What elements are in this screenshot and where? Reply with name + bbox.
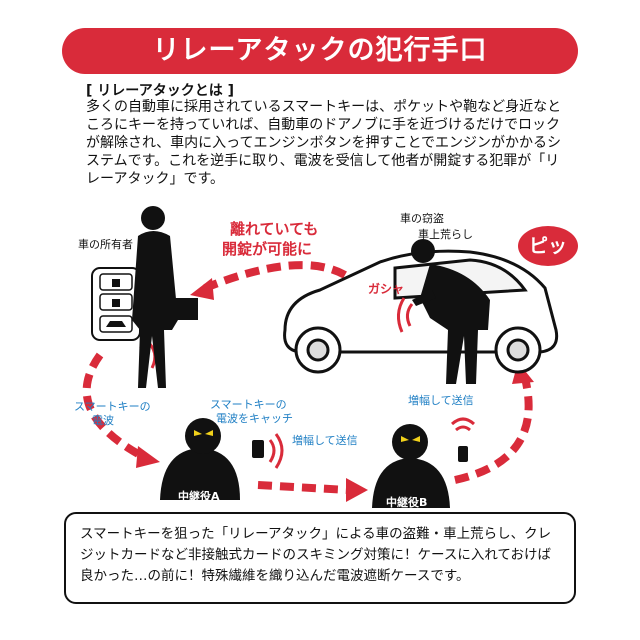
owner-label: 車の所有者 — [78, 238, 133, 251]
path-left-loop — [82, 352, 142, 459]
relay-a-label: 中継役A — [178, 490, 220, 503]
distance-label-line1: 離れていても — [230, 220, 319, 238]
smart-key-fob-icon — [91, 267, 141, 341]
relay-b-waves-icon — [450, 417, 476, 432]
relay-b-eyes-icon — [401, 436, 420, 442]
arrowhead-left — [136, 446, 160, 468]
thief-label-line2: 車上荒らし — [418, 228, 473, 241]
relay-a-waves-icon — [268, 433, 284, 469]
summary-text: スマートキーを狙った「リレーアタック」による車の盗難・車上荒らし、クレジットカー… — [80, 526, 552, 584]
key-signal-label-line1: スマートキーの — [74, 400, 151, 413]
path-top-arrow — [203, 261, 347, 292]
thief-silhouette — [411, 239, 490, 384]
distance-label-line2: 開錠が可能に — [222, 240, 313, 258]
car-signal-waves-icon — [397, 297, 414, 333]
key-signal-label-line2: 電波 — [92, 414, 114, 427]
relay-b-label: 中継役B — [386, 496, 428, 509]
owner-silhouette — [132, 206, 198, 388]
path-middle-arrow — [257, 481, 349, 494]
relay-b-silhouette — [372, 424, 468, 508]
section-heading: [ リレーアタックとは ] — [86, 83, 234, 99]
catch-label-line1: スマートキーの — [210, 398, 287, 411]
arrowhead-top — [190, 278, 214, 300]
thief-label-line1: 車の窃盗 — [400, 212, 444, 225]
relay-a-eyes-icon — [194, 430, 213, 436]
amplify-label-a: 増幅して送信 — [292, 434, 358, 447]
summary-box: スマートキーを狙った「リレーアタック」による車の盗難・車上荒らし、クレジットカー… — [64, 512, 576, 604]
pi-sound-badge: ピッ — [518, 226, 578, 266]
intro-text: 多くの自動車に採用されているスマートキーは、ポケットや鞄など身近なところにキーを… — [86, 99, 562, 187]
gasha-sound-label: ガシャ — [368, 282, 405, 296]
catch-label-line2: 電波をキャッチ — [216, 412, 293, 425]
car-illustration — [283, 249, 559, 374]
arrowhead-middle — [346, 478, 368, 502]
relay-a-silhouette — [160, 418, 264, 500]
path-right-loop — [454, 377, 533, 484]
title-banner: リレーアタックの犯行手口 — [62, 28, 578, 74]
amplify-label-b: 増幅して送信 — [408, 394, 474, 407]
